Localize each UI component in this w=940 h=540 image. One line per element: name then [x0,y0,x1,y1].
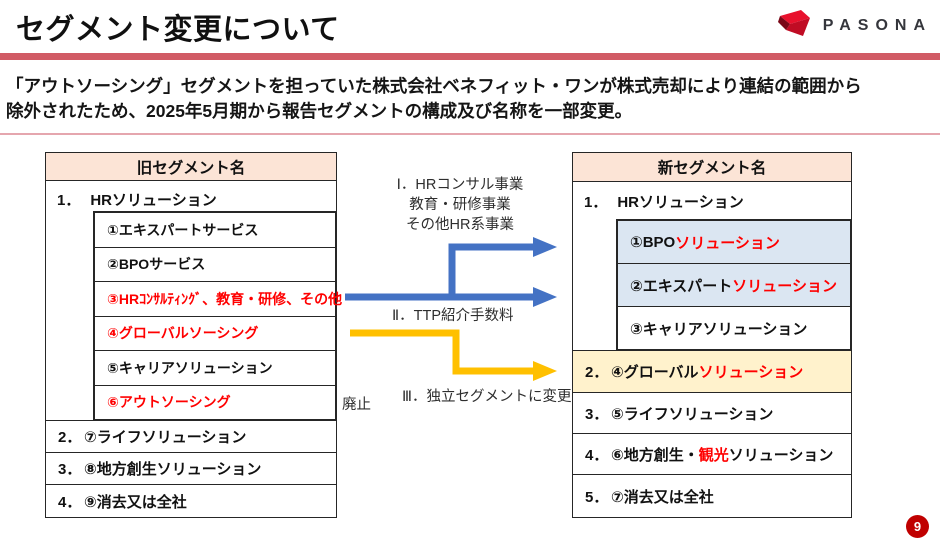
old-sub-row-1: ①エキスパートサービス [95,213,335,247]
new-sub2-red: ソリューション [732,277,837,295]
new-row3-number: 3． [585,405,609,423]
title-underline-bar [0,53,940,60]
intro-line-1: 「アウトソーシング」セグメントを担っていた株式会社ベネフィット・ワンが株式売却に… [6,76,862,96]
old-row4-number: 4． [58,493,82,511]
new-row2-number: 2． [585,364,609,381]
arrow2-label: Ⅱ．TTP紹介手数料 [392,308,514,324]
arrow1-label-line1: Ⅰ．HRコンサル事業 [396,177,524,193]
arrow1-label-line2: 教育・研修事業 [409,197,511,213]
old-row3-number: 3． [58,461,82,478]
pasona-ribbon-icon [777,10,810,36]
new-row3-label: ⑤ライフソリューション [611,405,774,423]
old-row4-label: ⑨消去又は全社 [84,493,187,511]
arrow1-label-line3: その他HR系事業 [406,217,514,233]
new-row2-red: ソリューション [698,364,804,381]
new-table-header: 新セグメント名 [572,152,852,182]
abolished-label: 廃止 [342,397,371,413]
old-table-group1-label: 1． HRソリューション [57,189,217,210]
old-group1-text: HRソリューション [90,192,217,209]
old-table-row-2: 2． ⑦ライフソリューション [45,420,337,453]
new-row5-number: 5． [585,488,609,506]
intro-paragraph: 「アウトソーシング」セグメントを担っていた株式会社ベネフィット・ワンが株式売却に… [6,74,932,124]
new-sub2-black: ②エキスパート [630,277,733,295]
new-table-row-4: 4． ⑥地方創生・観光ソリューション [572,433,852,475]
intro-line-2: 除外されたため、2025年5月期から報告セグメントの構成及び名称を一部変更。 [6,101,633,121]
new-row4-number: 4． [585,446,609,464]
old-sub-row-5: ⑤キャリアソリューション [95,350,335,385]
new-sub1-black: ①BPO [630,234,676,251]
page-number-badge: 9 [906,515,929,538]
new-group1-text: HRソリューション [617,194,744,211]
new-sub1-red: ソリューション [675,234,780,252]
yellow-arrow [350,329,557,381]
new-row4-black2: ソリューション [728,446,834,464]
old-sub-row-3: ③HRｺﾝｻﾙﾃｨﾝｸﾞ、教育・研修、その他 [95,281,342,316]
old-sub-row-4: ④グローバルソーシング [95,315,335,350]
old-row2-number: 2． [58,429,82,446]
old-table-row-3: 3． ⑧地方創生ソリューション [45,452,337,485]
old-group1-number: 1． [57,192,81,209]
pasona-logo: PASONA [777,9,932,43]
old-table-subtable: ①エキスパートサービス ②BPOサービス ③HRｺﾝｻﾙﾃｨﾝｸﾞ、教育・研修、… [93,211,342,421]
old-table-row-4: 4． ⑨消去又は全社 [45,484,337,518]
old-row2-label: ⑦ライフソリューション [84,429,247,446]
new-table-row-3: 3． ⑤ライフソリューション [572,392,852,434]
page-title: セグメント変更について [16,14,340,46]
old-sub-row-6: ⑥アウトソーシング [95,384,335,419]
old-sub-row-2: ②BPOサービス [95,246,335,281]
new-table-group1-label: 1． HRソリューション [584,191,744,212]
old-table-header: 旧セグメント名 [45,152,337,181]
pasona-logo-text: PASONA [822,17,932,34]
old-row3-label: ⑧地方創生ソリューション [84,461,262,478]
new-table-row-2: 2． ④グローバルソリューション [572,350,852,393]
new-row2-black: ④グローバル [611,364,699,381]
new-group1-number: 1． [584,194,608,211]
section-divider-line [0,133,940,135]
arrow1-label-block: Ⅰ．HRコンサル事業 教育・研修事業 その他HR系事業 [372,175,548,235]
new-sub-row-2: ②エキスパートソリューション [618,263,850,306]
new-row5-label: ⑦消去又は全社 [611,488,714,506]
new-table-row-5: 5． ⑦消去又は全社 [572,474,852,518]
new-sub3-black: ③キャリアソリューション [630,320,808,338]
new-row4-black1: ⑥地方創生・ [611,446,699,464]
new-row4-red: 観光 [698,446,729,464]
arrow3-label: Ⅲ．独立セグメントに変更 [402,389,572,405]
blue-arrow-upper [448,237,557,300]
new-sub-row-3: ③キャリアソリューション [618,306,850,349]
